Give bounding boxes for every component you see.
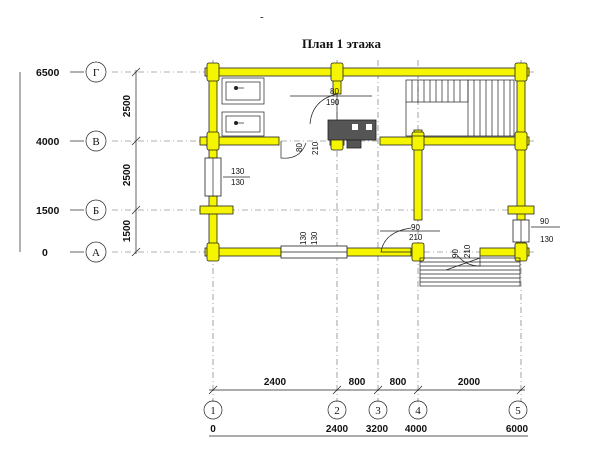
dim-tick [332, 385, 342, 395]
window-left-height: 130 [231, 178, 245, 187]
svg-text:4: 4 [415, 405, 421, 417]
axis-bubble-3: 3 [368, 400, 388, 420]
svg-text:1: 1 [210, 405, 216, 417]
door-top-height: 190 [326, 98, 340, 107]
svg-text:3: 3 [375, 405, 381, 417]
svg-text:А: А [92, 247, 100, 259]
window-right-width: 90 [540, 217, 549, 226]
level-0: 0 [42, 247, 48, 259]
svg-text:5: 5 [515, 405, 521, 417]
door-bottom-b-width: 90 [451, 249, 460, 258]
span-1-2: 2400 [264, 377, 287, 388]
svg-text:2: 2 [334, 405, 340, 417]
span-4-5: 2000 [458, 377, 481, 388]
span-b-a: 1500 [122, 219, 133, 242]
axis-bubble-b: Б [85, 199, 107, 221]
plan-title: План 1 этажа [302, 36, 381, 51]
span-g-v: 2500 [122, 94, 133, 117]
bathtub-icon [221, 111, 265, 137]
door-bottom-a: 90 210 [380, 223, 440, 253]
top-mark: - [260, 11, 264, 23]
axis-bubble-2: 2 [327, 400, 347, 420]
dim-tick [131, 67, 141, 77]
coord-3200: 3200 [366, 424, 389, 435]
dim-tick [131, 136, 141, 146]
door-bottom-b-height: 210 [463, 244, 472, 258]
dim-tick [413, 385, 423, 395]
level-6500: 6500 [36, 67, 60, 79]
dim-tick [131, 205, 141, 215]
dim-tick [516, 385, 526, 395]
window-right-height: 130 [540, 235, 554, 244]
axis-bubble-g: Г [85, 61, 107, 83]
sink-icon [221, 77, 265, 105]
dim-tick [131, 247, 141, 257]
dim-tick [208, 385, 218, 395]
coord-0: 0 [210, 424, 216, 435]
span-2-3: 800 [349, 377, 366, 388]
door-bottom-a-width: 90 [411, 223, 420, 232]
porch-stairs [419, 257, 521, 287]
window-bottom-width: 130 [299, 231, 308, 245]
axis-bubble-1: 1 [203, 400, 223, 420]
log-posts [206, 62, 528, 262]
door-mid-height: 210 [311, 141, 320, 155]
axis-bubble-a: А [85, 241, 107, 263]
door-mid-width: 80 [295, 143, 304, 152]
window-bottom-height: 130 [310, 231, 319, 245]
staircase-top [405, 79, 515, 137]
window-left-width: 130 [231, 167, 245, 176]
svg-text:Б: Б [93, 205, 99, 217]
axis-bubble-4: 4 [408, 400, 428, 420]
level-1500: 1500 [36, 205, 60, 217]
span-3-4: 800 [390, 377, 407, 388]
coord-6000: 6000 [506, 424, 529, 435]
coord-4000: 4000 [405, 424, 428, 435]
axis-bubble-v: В [85, 130, 107, 152]
span-v-b: 2500 [122, 163, 133, 186]
coord-2400: 2400 [326, 424, 349, 435]
axis-bubble-5: 5 [508, 400, 528, 420]
walls [199, 63, 535, 261]
door-top-width: 80 [330, 87, 339, 96]
door-mid: 80 210 [280, 141, 320, 159]
level-4000: 4000 [36, 136, 60, 148]
dim-tick [373, 385, 383, 395]
stove-icon [327, 119, 377, 149]
svg-text:В: В [92, 136, 99, 148]
door-bottom-a-height: 210 [409, 233, 423, 242]
svg-text:Г: Г [93, 67, 99, 79]
